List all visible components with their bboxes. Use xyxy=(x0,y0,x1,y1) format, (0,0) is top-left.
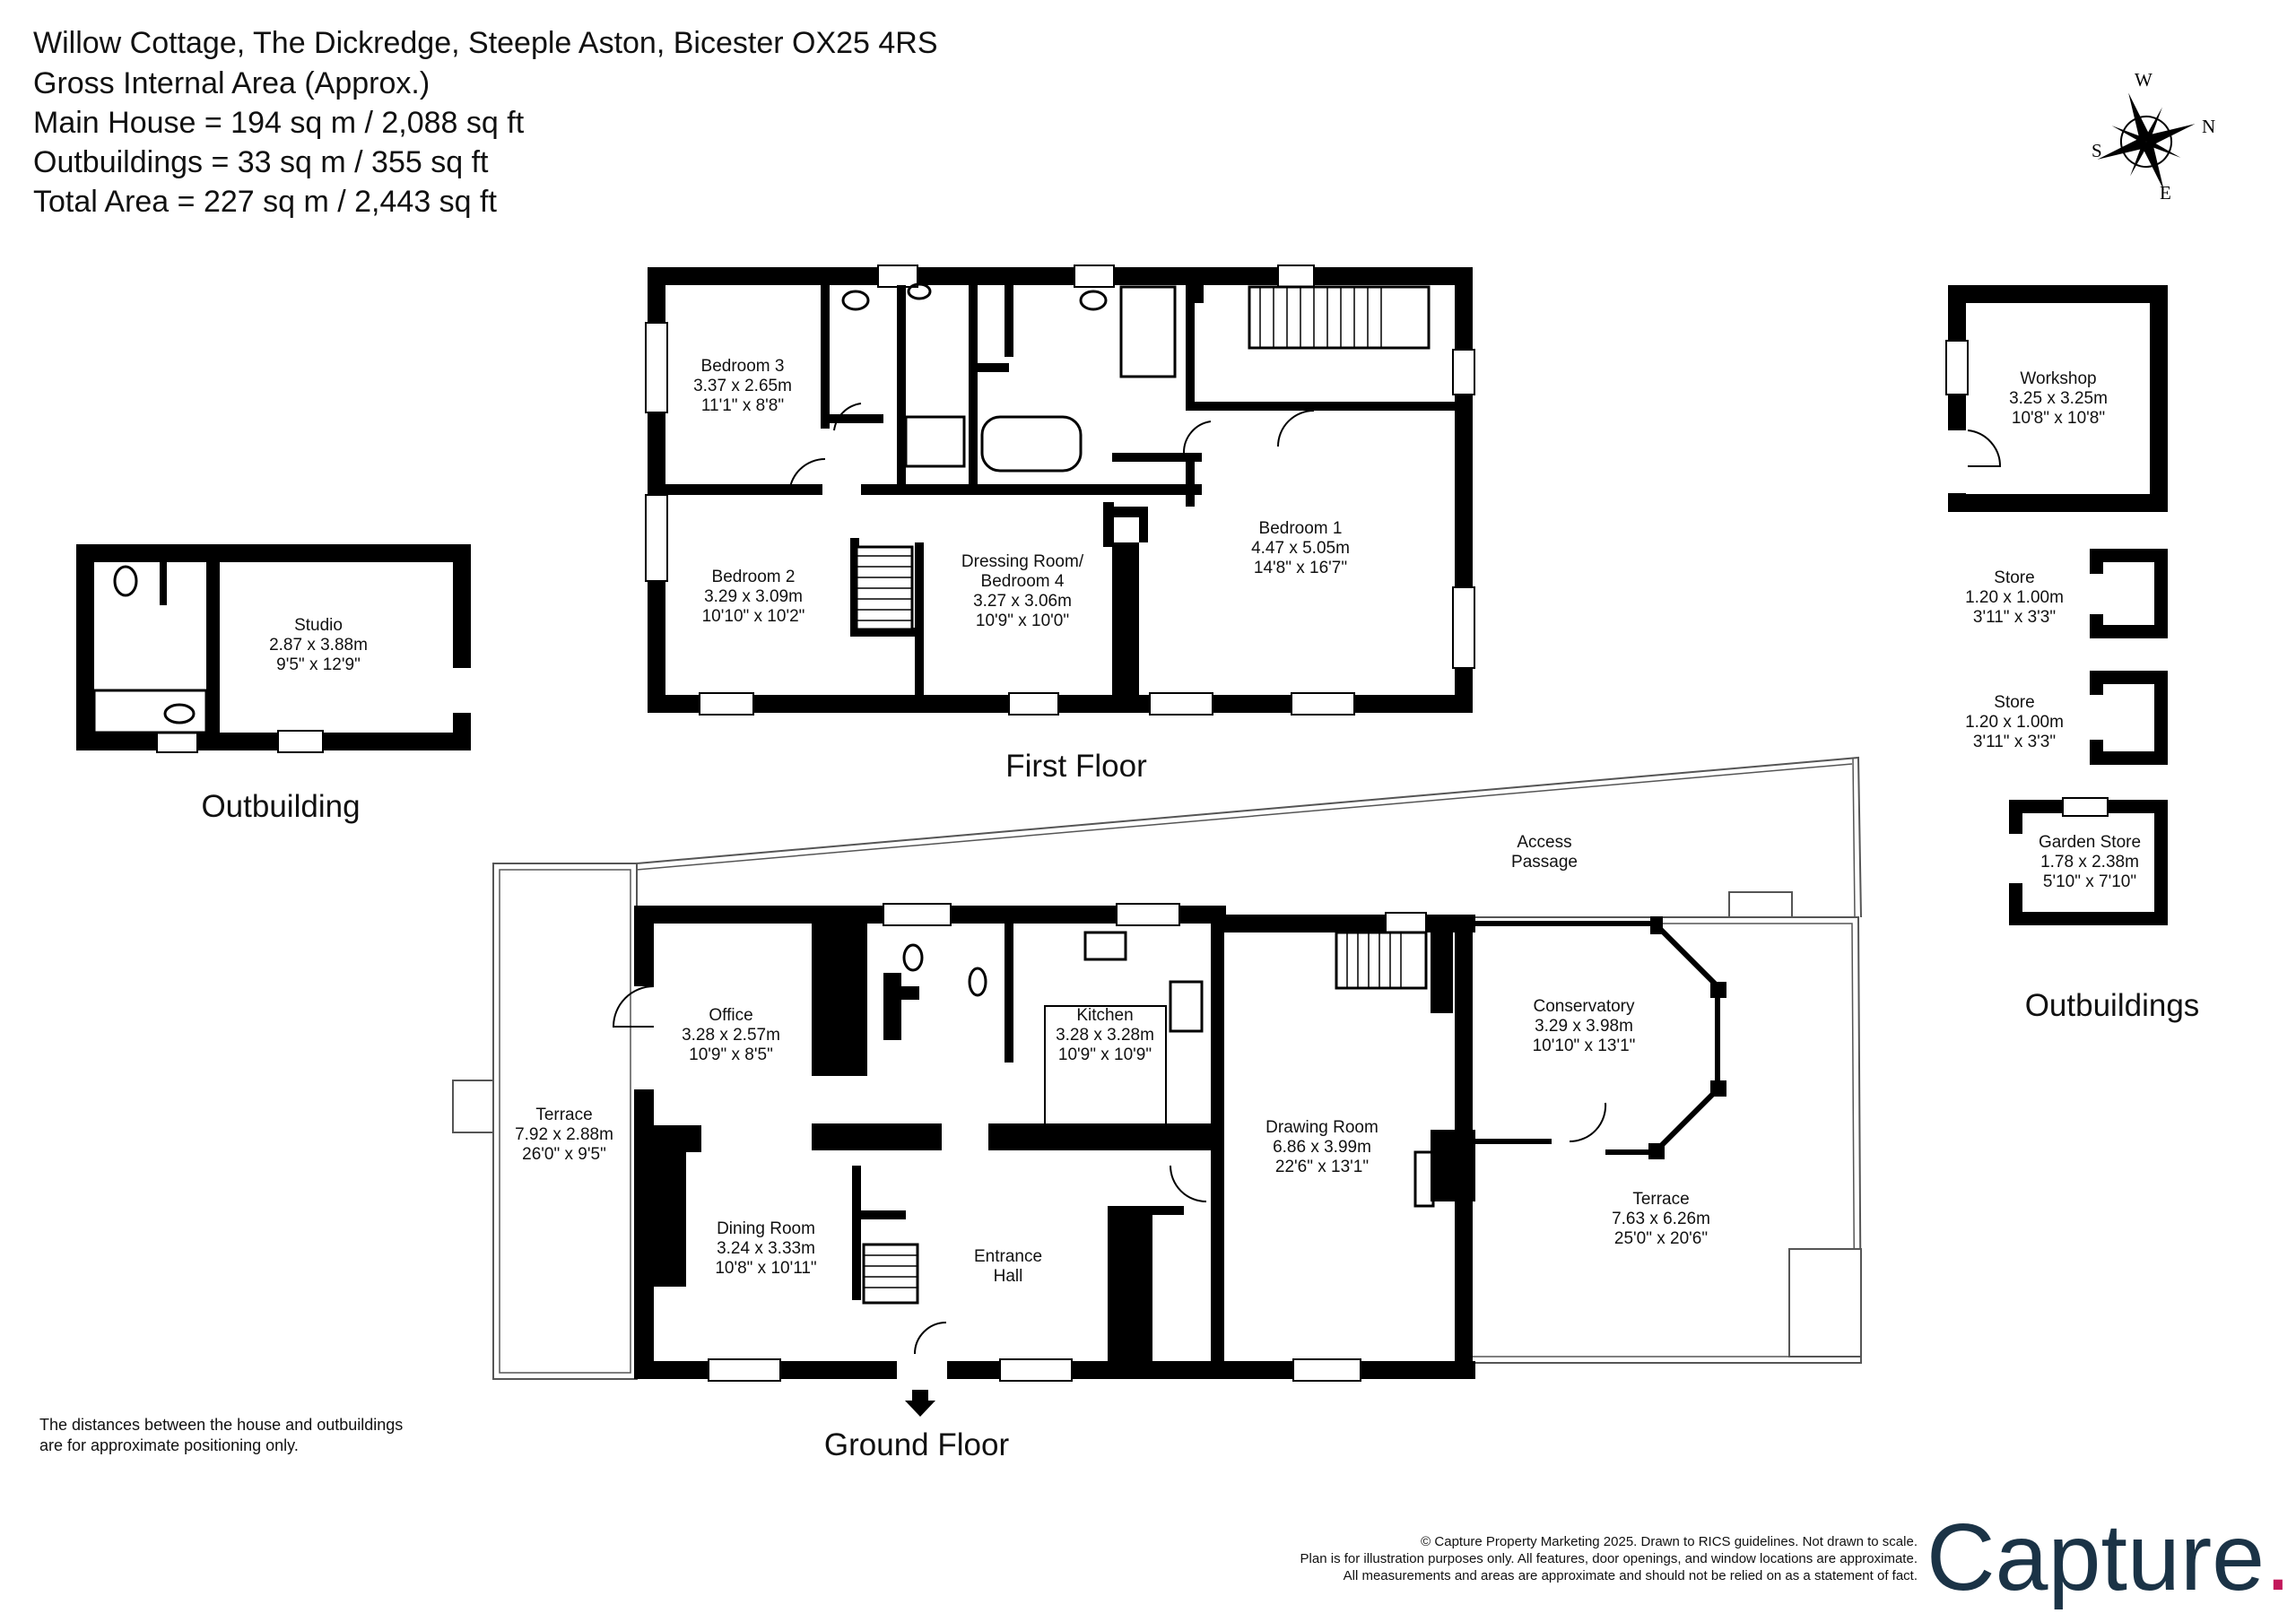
total-area: Total Area = 227 sq m / 2,443 sq ft xyxy=(33,185,497,219)
disclaimer-footer: © Capture Property Marketing 2025. Drawn… xyxy=(1300,1534,1918,1583)
entrance-arrow xyxy=(905,1390,935,1417)
distance-note: The distances between the house and outb… xyxy=(39,1416,404,1454)
compass-rose-icon xyxy=(2097,92,2196,191)
compass-west: W xyxy=(2135,69,2152,91)
main-house-area: Main House = 194 sq m / 2,088 sq ft xyxy=(33,106,525,140)
ground-floor-label: Ground Floor xyxy=(823,1427,1010,1462)
compass-east: E xyxy=(2160,182,2171,204)
studio-outbuilding-plan xyxy=(76,544,473,753)
compass-north: N xyxy=(2202,116,2215,137)
compass-south: S xyxy=(2092,140,2102,161)
outbuildings-area: Outbuildings = 33 sq m / 355 sq ft xyxy=(33,145,489,179)
store-plans xyxy=(2007,549,2168,925)
first-floor-plan xyxy=(645,265,1475,716)
ground-floor-plan xyxy=(452,756,1863,1382)
outbuildings-label: Outbuildings xyxy=(2024,988,2200,1023)
first-floor-label: First Floor xyxy=(1005,749,1147,784)
gross-area-title: Gross Internal Area (Approx.) xyxy=(33,66,430,100)
workshop-plan xyxy=(1945,285,2168,512)
property-address: Willow Cottage, The Dickredge, Steeple A… xyxy=(33,26,938,60)
outbuilding-label: Outbuilding xyxy=(201,789,361,824)
capture-logo: Capture. xyxy=(1926,1505,2292,1610)
